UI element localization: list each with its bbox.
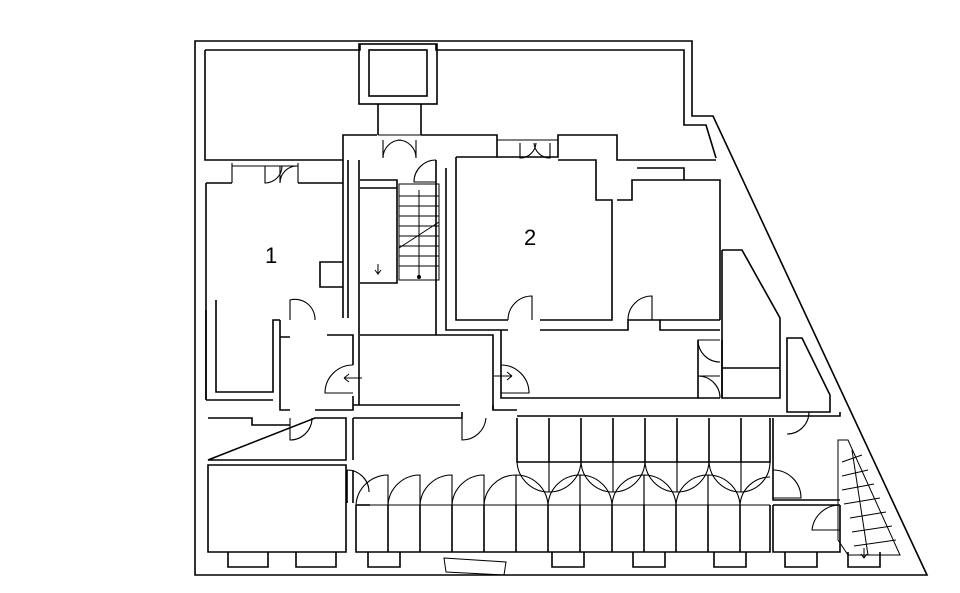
window-bays	[227, 552, 881, 576]
storage-rooms-left	[207, 417, 354, 553]
staircase-corner	[837, 439, 901, 556]
room-2-label: 2	[524, 225, 536, 250]
elevator-shaft	[358, 43, 438, 135]
interior-walls	[205, 134, 841, 460]
direction-arrows	[343, 264, 868, 559]
staircase-main	[398, 183, 440, 281]
exterior-wall	[194, 40, 929, 576]
doors	[231, 134, 841, 531]
room-1-label: 1	[265, 243, 277, 268]
storage-row	[355, 418, 841, 553]
